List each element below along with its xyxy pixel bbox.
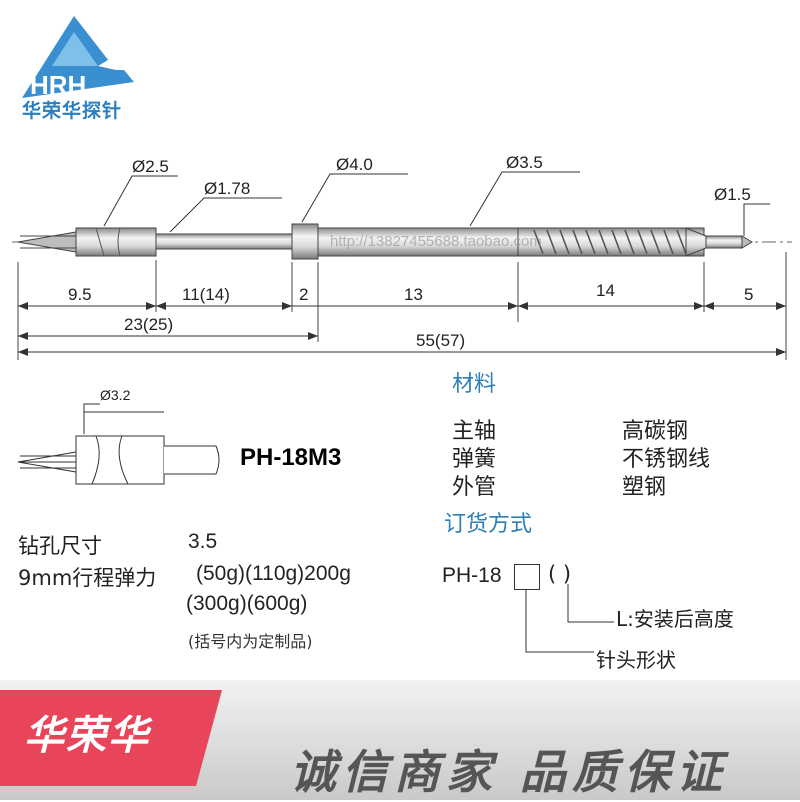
materials-title: 材料 [452,372,497,397]
crown-tip [17,231,77,253]
tip-detail-drawing: Ø3.2 [17,387,220,485]
banner-brand-shape [0,690,222,786]
model-number: PH-18M3 [240,444,342,471]
banner-slogan: 诚信商家 品质保证 [290,745,729,799]
tip-shape-box [514,564,540,590]
logo-abbr: HRH [30,70,86,100]
material-spring: 不锈钢线 [622,447,711,472]
logo-name: 华荣华探针 [22,100,123,122]
seg-label-3: 2 [299,285,308,304]
hrh-logo: HRH [22,16,134,100]
seg-label-4: 13 [404,285,423,304]
spring-coil [598,229,609,255]
spring-force-label: 9mm行程弹力 [18,566,157,590]
total-label-short: 23(25) [124,315,173,334]
part-plunger: 主轴 [452,419,497,444]
banner-brand: 华荣华 [24,713,150,759]
spring-coil [559,229,570,255]
part-barrel: 外管 [452,475,497,500]
seg-label-2: 11(14) [182,285,230,304]
order-code: PH-18 [442,564,502,587]
length-paren: ( ) [548,562,572,586]
spring-coil [650,229,661,255]
drill-size-label: 钻孔尺寸 [18,534,102,558]
diam-label-tail: Ø1.5 [714,185,751,204]
diam-label-barrel: Ø3.5 [506,153,543,172]
material-barrel: 塑钢 [622,475,667,500]
diam-label-plunger: Ø1.78 [204,179,250,198]
collar [291,223,319,260]
drill-size-value: 3.5 [188,530,218,553]
spring-force-values-2: (300g)(600g) [186,592,308,615]
spring-coil [676,229,687,255]
spring-coil [546,229,557,255]
spring-coil [533,229,544,255]
material-plunger: 高碳钢 [622,419,689,444]
spring-section [517,227,705,257]
part-spring: 弹簧 [452,447,497,472]
spring-coil [637,229,648,255]
probe-head [75,227,157,257]
ordering-leaders [525,584,614,653]
spring-coil [663,229,674,255]
watermark: http://13827455688.taobao.com [330,233,542,250]
spring-coil [585,229,596,255]
barrel [317,227,519,257]
spring-coil [611,229,622,255]
diam-label-collar: Ø4.0 [336,155,373,174]
probe-drawing: http://13827455688.taobao.com Ø2.5 Ø1.78… [12,153,792,360]
tail-pin [705,235,743,249]
diam-label-head: Ø2.5 [132,157,169,176]
seg-label-5: 14 [596,281,615,300]
tip-detail-diam: Ø3.2 [100,387,131,403]
installed-height-label: L:安装后高度 [616,607,734,631]
seg-label-1: 9.5 [68,285,92,304]
total-label-full: 55(57) [416,331,465,350]
seg-label-6: 5 [744,285,753,304]
spring-force-values-1: (50g)(110g)200g [196,562,351,585]
ordering-title: 订货方式 [444,512,533,537]
spring-coil [572,229,583,255]
materials-values: 高碳钢 不锈钢线 塑钢 [622,418,710,502]
spring-coil [624,229,635,255]
materials-parts: 主轴 弹簧 外管 [452,418,496,502]
custom-note: (括号内为定制品) [188,632,313,651]
plunger [155,233,293,250]
tip-shape-label: 针头形状 [596,648,676,672]
